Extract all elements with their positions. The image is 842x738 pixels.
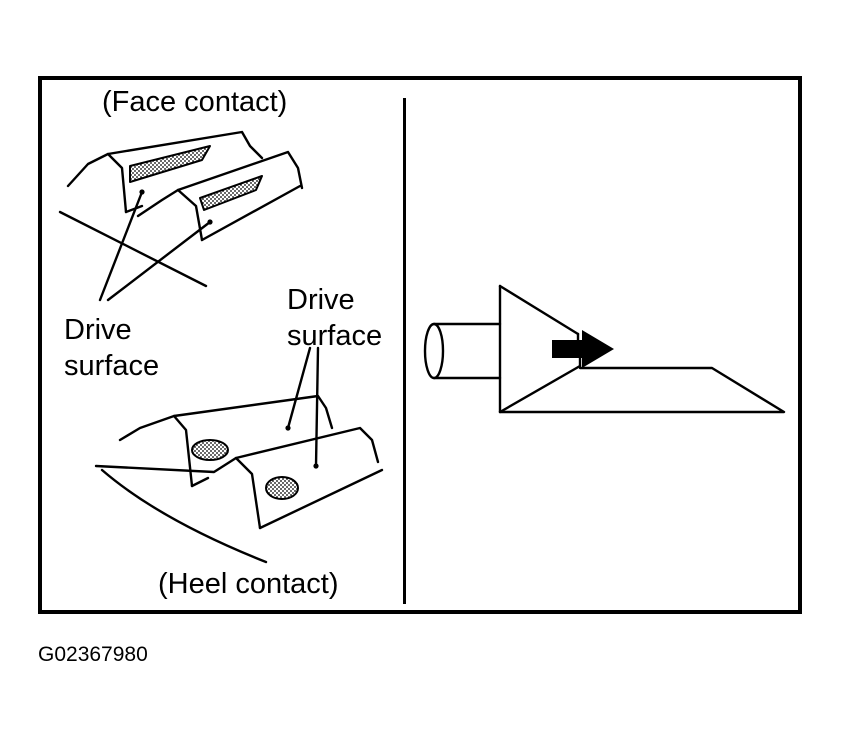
drive-surface-label-right-line2: surface [287,320,383,352]
heel-contact-teeth [94,346,384,564]
panel-divider [403,98,406,604]
drive-surface-label-left-line2: surface [64,350,160,382]
drive-surface-label-right-line1: Drive [287,284,355,316]
drive-surface-label-left: Drive surface [64,312,159,384]
figure-code: G02367980 [38,643,148,666]
drive-surface-label-left-line1: Drive [64,314,132,346]
face-contact-patch-2 [199,175,263,211]
drive-surface-label-right: Drive surface [287,282,382,354]
heel-contact-patch-1 [191,439,229,461]
pinion-shaft-icon [423,284,786,414]
face-contact-teeth [58,130,304,302]
heel-contact-label: (Heel contact) [158,568,339,600]
arrow-right-icon [552,330,614,368]
face-contact-patch-1 [129,145,211,183]
heel-contact-patch-2 [265,476,299,500]
face-contact-label: (Face contact) [102,86,288,118]
diagram-frame [38,76,802,614]
